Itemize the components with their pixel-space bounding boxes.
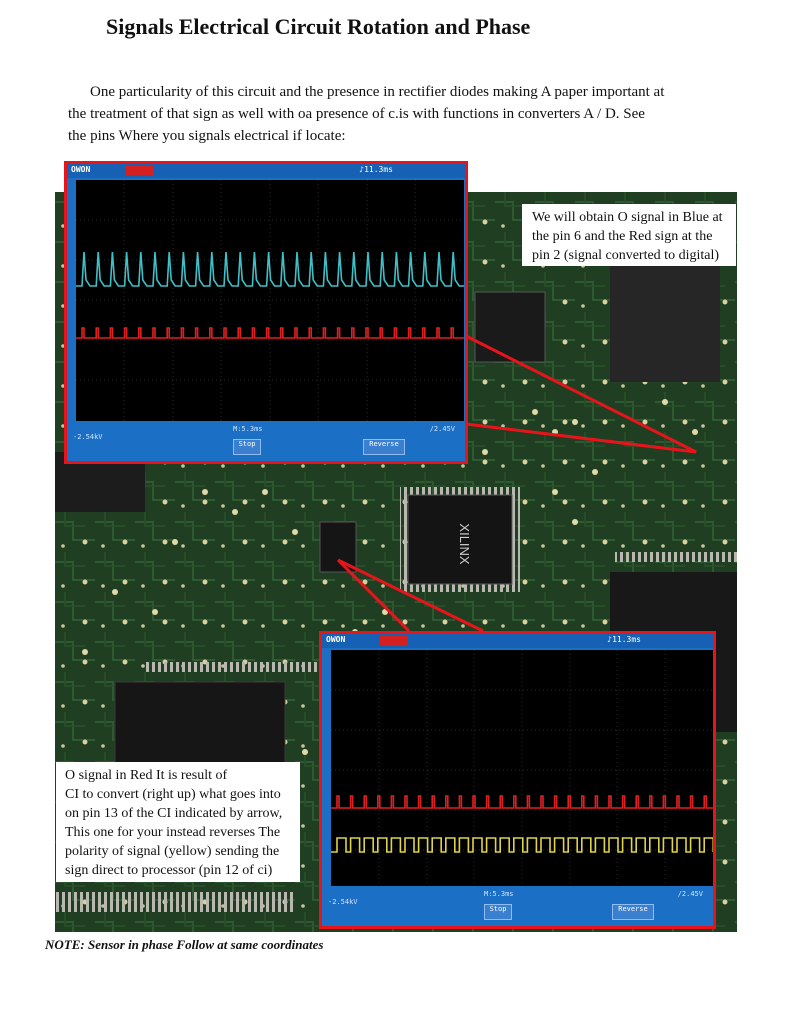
scope-waveforms	[76, 180, 464, 422]
bottom-note-line: polarity of signal (yellow) sending the	[65, 844, 280, 859]
scope-trace-yellow	[331, 837, 713, 853]
scope-screen	[331, 650, 713, 886]
scope-brand: OWON	[326, 635, 346, 644]
scope-reverse-button: Reverse	[363, 439, 405, 455]
bottom-note-line: sign direct to processor (pin 12 of ci)	[65, 863, 273, 878]
top-note-line: We will obtain O signal in Blue at	[532, 210, 723, 225]
bottom-note-line: This one for your instead reverses The	[65, 825, 281, 840]
oscilloscope-capture-top: OWON ♪11.3ms -2.54kV M:5.3ms /2.45V Stop…	[64, 161, 468, 464]
scope-stop-button: Stop	[484, 904, 512, 920]
scope-topbar: OWON ♪11.3ms	[322, 634, 713, 648]
scope-trace-red	[76, 327, 464, 339]
scope-trace-blue	[76, 251, 464, 287]
intro-line: the treatment of that sign as well with …	[68, 106, 645, 122]
scope-brand: OWON	[71, 165, 91, 174]
bottom-note: O signal in Red It is result of CI to co…	[56, 762, 300, 882]
scope-sample-rate: ♪11.3ms	[359, 165, 393, 174]
scope-screen	[76, 180, 464, 422]
scope-grid	[76, 180, 464, 422]
top-note: We will obtain O signal in Blue at the p…	[522, 204, 736, 266]
chip-label: XILINX	[457, 523, 472, 565]
scope-sample-rate: ♪11.3ms	[607, 635, 641, 644]
scope-waveforms	[331, 650, 713, 886]
intro-line: One particularity of this circuit and th…	[90, 84, 665, 100]
scope-topbar: OWON ♪11.3ms	[67, 164, 465, 178]
scope-trigger-level: /2.45V	[429, 425, 455, 433]
scope-stop-button: Stop	[233, 439, 261, 455]
intro-line: the pins Where you signals electrical if…	[68, 128, 346, 144]
scope-channel-volts: -2.54kV	[73, 433, 103, 441]
scope-trigger-level: /2.45V	[677, 890, 703, 898]
top-note-line: the pin 6 and the Red sign at the	[532, 229, 713, 244]
scope-status-bar: -2.54kV M:5.3ms /2.45V Stop Reverse	[67, 421, 465, 461]
scope-timebase: M:5.3ms	[484, 890, 514, 898]
page-title: Signals Electrical Circuit Rotation and …	[106, 14, 531, 39]
intro-paragraph: One particularity of this circuit and th…	[68, 81, 718, 147]
scope-channel-volts: -2.54kV	[328, 898, 358, 906]
bottom-note-line: O signal in Red It is result of	[65, 768, 228, 783]
top-note-line: pin 2 (signal converted to digital)	[532, 248, 720, 263]
scope-status-bar: -2.54kV M:5.3ms /2.45V Stop Reverse	[322, 886, 713, 926]
bottom-note-line: CI to convert (right up) what goes into	[65, 787, 281, 802]
bottom-note-line: on pin 13 of the CI indicated by arrow,	[65, 806, 283, 821]
scope-trace-red	[331, 795, 713, 809]
footer-note: NOTE: Sensor in phase Follow at same coo…	[45, 937, 324, 952]
scope-timebase: M:5.3ms	[233, 425, 263, 433]
scope-run-status	[125, 166, 153, 175]
oscilloscope-capture-bottom: OWON ♪11.3ms -2.54kV M:5.3ms /2.45V Stop…	[319, 631, 716, 929]
scope-run-status	[380, 636, 408, 645]
scope-reverse-button: Reverse	[612, 904, 654, 920]
